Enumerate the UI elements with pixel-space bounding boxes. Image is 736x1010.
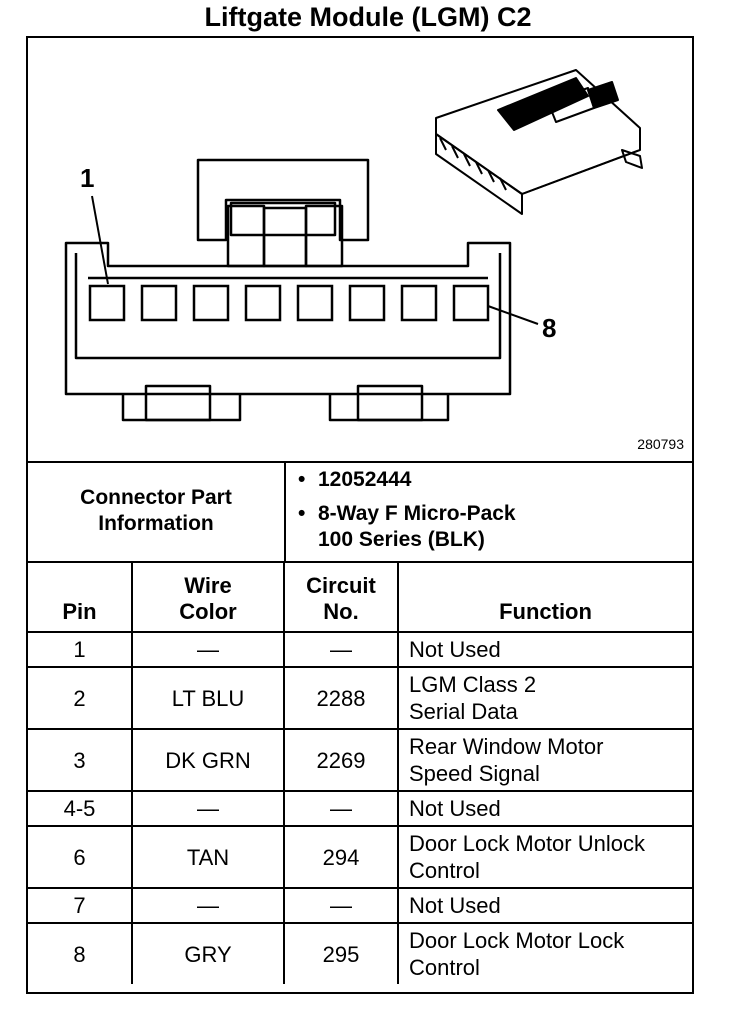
foot-window-right	[356, 384, 424, 422]
latch-lock	[262, 206, 308, 268]
connector-body	[64, 241, 512, 396]
terminal-cavities	[88, 284, 490, 322]
latch-window	[229, 201, 337, 237]
cell-color: —	[131, 887, 285, 924]
cell-function: Not Used	[397, 887, 692, 924]
table-row: 4-5 — — Not Used	[28, 790, 692, 827]
cell-pin: 7	[28, 887, 133, 924]
connector-inner-lip	[74, 253, 502, 360]
table-row: 1 — — Not Used	[28, 631, 692, 668]
connector-foot-right	[328, 394, 450, 422]
cell-pin: 2	[28, 666, 133, 730]
cell-pin: 8	[28, 922, 133, 984]
cell-circuit: 294	[283, 825, 399, 889]
cell-circuit: —	[283, 631, 399, 668]
cell-pin: 3	[28, 728, 133, 792]
cavity-7	[400, 284, 438, 322]
connector-description: 8-Way F Micro-Pack 100 Series (BLK)	[286, 501, 686, 553]
cell-color: TAN	[131, 825, 285, 889]
info-label-line: Connector Part	[80, 486, 232, 509]
foot-window-left	[144, 384, 212, 422]
cell-circuit: 2288	[283, 666, 399, 730]
cell-color: LT BLU	[131, 666, 285, 730]
table-row: 7 — — Not Used	[28, 887, 692, 924]
cell-circuit: 2269	[283, 728, 399, 792]
cell-circuit: —	[283, 887, 399, 924]
cell-pin: 4-5	[28, 790, 133, 827]
description-line: 8-Way F Micro-Pack	[318, 502, 516, 525]
cell-color: —	[131, 631, 285, 668]
cell-pin: 1	[28, 631, 133, 668]
connector-info-values: 12052444 8-Way F Micro-Pack 100 Series (…	[286, 467, 686, 561]
connector-iso-view	[435, 69, 643, 215]
cell-circuit: 295	[283, 922, 399, 984]
cell-color: DK GRN	[131, 728, 285, 792]
cavity-8	[452, 284, 490, 322]
cavity-2	[140, 284, 178, 322]
connector-face-drawing	[64, 69, 643, 422]
pin-1-callout: 1	[80, 163, 95, 193]
page-title: Liftgate Module (LGM) C2	[204, 2, 532, 32]
connector-info-label: Connector Part Information	[28, 461, 286, 561]
figure-number: 280793	[637, 436, 684, 452]
cavity-4	[244, 284, 282, 322]
leader-pin-8	[487, 305, 539, 325]
connector-latch	[196, 158, 370, 242]
header-pin: Pin	[28, 563, 133, 633]
pin-8-callout: 8	[542, 313, 557, 343]
cell-color: —	[131, 790, 285, 827]
cavity-1	[88, 284, 126, 322]
cell-function: Not Used	[397, 790, 692, 827]
connector-sheet: 1 8 280793 Connector Part Information 12…	[26, 36, 694, 994]
description-line: 100 Series (BLK)	[318, 528, 485, 551]
cell-circuit: —	[283, 790, 399, 827]
header-function: Function	[397, 563, 692, 633]
cell-pin: 6	[28, 825, 133, 889]
cavity-6	[348, 284, 386, 322]
cavity-3	[192, 284, 230, 322]
cell-function: Not Used	[397, 631, 692, 668]
cavity-5	[296, 284, 334, 322]
connector-diagram: 1 8 280793	[28, 38, 692, 463]
connector-part-info: Connector Part Information 12052444 8-Wa…	[28, 461, 692, 563]
connector-foot-left	[121, 394, 242, 422]
leader-pin-1	[91, 195, 109, 285]
info-label-line: Information	[98, 512, 214, 535]
part-number: 12052444	[286, 467, 686, 493]
cell-color: GRY	[131, 922, 285, 984]
